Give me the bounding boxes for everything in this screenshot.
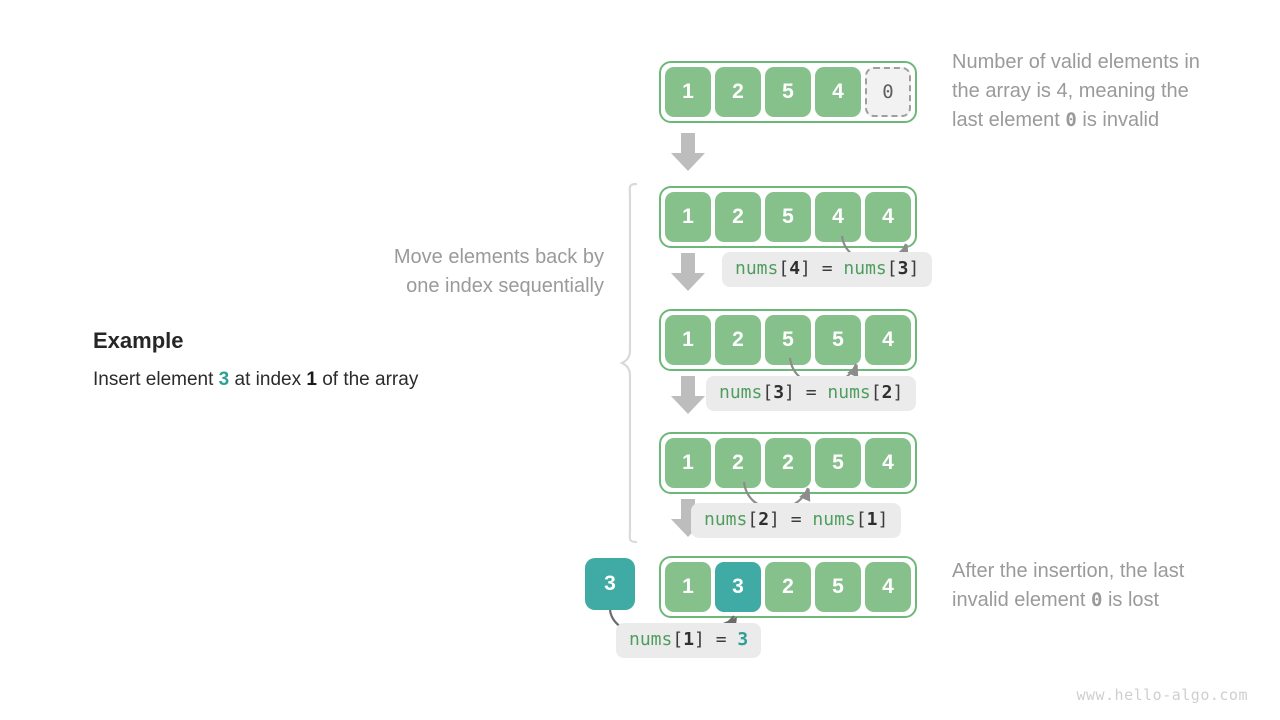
array-row-shift-3: 1 2 5 5 4 — [659, 309, 917, 371]
array-cell-inserted: 3 — [715, 562, 761, 612]
array-cell: 1 — [665, 192, 711, 242]
array-cell: 5 — [765, 315, 811, 365]
note-bottom-line2-prefix: invalid element — [952, 589, 1091, 611]
array-cell: 1 — [665, 315, 711, 365]
array-cell: 2 — [765, 438, 811, 488]
note-bottom-line2-suffix: is lost — [1102, 589, 1160, 611]
array-cell: 2 — [765, 562, 811, 612]
note-bottom: After the insertion, the last invalid el… — [952, 557, 1262, 615]
grouping-brace — [619, 182, 638, 544]
code-eq: = — [805, 382, 817, 403]
watermark: www.hello-algo.com — [1076, 686, 1248, 704]
array-cell: 4 — [865, 192, 911, 242]
array-row-final: 1 3 2 5 4 — [659, 556, 917, 618]
code-index: 2 — [758, 509, 770, 530]
code-chip-nums4: nums[4] = nums[3] — [722, 252, 933, 287]
code-eq: = — [790, 509, 802, 530]
code-index: 3 — [897, 258, 909, 279]
array-row-initial: 1 2 5 4 0 — [659, 61, 917, 123]
array-cell-invalid: 0 — [865, 67, 911, 117]
code-fn: nums — [812, 509, 856, 530]
example-title: Example — [93, 328, 184, 353]
note-bottom-line2-mono: 0 — [1090, 589, 1103, 611]
note-top: Number of valid elements in the array is… — [952, 48, 1262, 135]
code-eq: = — [715, 629, 727, 650]
note-bottom-line1: After the insertion, the last — [952, 560, 1185, 582]
code-chip-nums1: nums[1] = 3 — [616, 623, 762, 658]
array-row-shift-2: 1 2 2 5 4 — [659, 432, 917, 494]
array-row-shift-4: 1 2 5 4 4 — [659, 186, 917, 248]
code-value: 3 — [737, 629, 749, 650]
code-eq: = — [821, 258, 833, 279]
note-top-line3-prefix: last element — [952, 109, 1066, 131]
code-index: 2 — [881, 382, 893, 403]
array-cell: 4 — [865, 562, 911, 612]
code-index: 3 — [773, 382, 785, 403]
code-fn: nums — [735, 258, 779, 279]
array-cell: 1 — [665, 438, 711, 488]
array-cell: 4 — [815, 192, 861, 242]
code-fn: nums — [719, 382, 763, 403]
array-cell: 5 — [765, 192, 811, 242]
array-cell: 5 — [815, 438, 861, 488]
note-middle: Move elements back by one index sequenti… — [332, 243, 604, 301]
code-fn: nums — [827, 382, 871, 403]
code-index: 1 — [683, 629, 695, 650]
array-cell: 1 — [665, 67, 711, 117]
example-desc-value: 3 — [218, 369, 230, 390]
note-top-line1: Number of valid elements in — [952, 51, 1200, 73]
array-cell: 2 — [715, 438, 761, 488]
array-cell: 5 — [815, 315, 861, 365]
array-cell: 5 — [815, 562, 861, 612]
array-cell: 2 — [715, 315, 761, 365]
array-cell: 2 — [715, 67, 761, 117]
note-middle-line1: Move elements back by — [393, 246, 604, 268]
down-arrow-icon — [671, 376, 705, 414]
note-top-line3-suffix: is invalid — [1076, 109, 1160, 131]
array-cell: 4 — [865, 438, 911, 488]
array-cell: 4 — [815, 67, 861, 117]
example-desc-index: 1 — [306, 369, 317, 390]
code-fn: nums — [704, 509, 748, 530]
code-chip-nums3: nums[3] = nums[2] — [706, 376, 917, 411]
array-cell: 1 — [665, 562, 711, 612]
array-cell: 5 — [765, 67, 811, 117]
example-desc-mid: at index — [229, 369, 307, 390]
code-index: 1 — [866, 509, 878, 530]
note-top-line2: the array is 4, meaning the — [952, 80, 1189, 102]
code-chip-nums2: nums[2] = nums[1] — [691, 503, 902, 538]
note-top-line3-mono: 0 — [1065, 109, 1077, 131]
note-middle-line2: one index sequentially — [406, 275, 604, 297]
code-fn: nums — [629, 629, 673, 650]
array-cell: 2 — [715, 192, 761, 242]
example-description: Insert element 3 at index 1 of the array — [93, 369, 418, 391]
down-arrow-icon — [671, 253, 705, 291]
code-fn: nums — [843, 258, 887, 279]
example-desc-prefix: Insert element — [93, 369, 219, 390]
array-cell: 4 — [865, 315, 911, 365]
code-index: 4 — [789, 258, 801, 279]
example-desc-suffix: of the array — [316, 369, 419, 390]
insert-value-box: 3 — [585, 558, 635, 610]
down-arrow-icon — [671, 133, 705, 171]
